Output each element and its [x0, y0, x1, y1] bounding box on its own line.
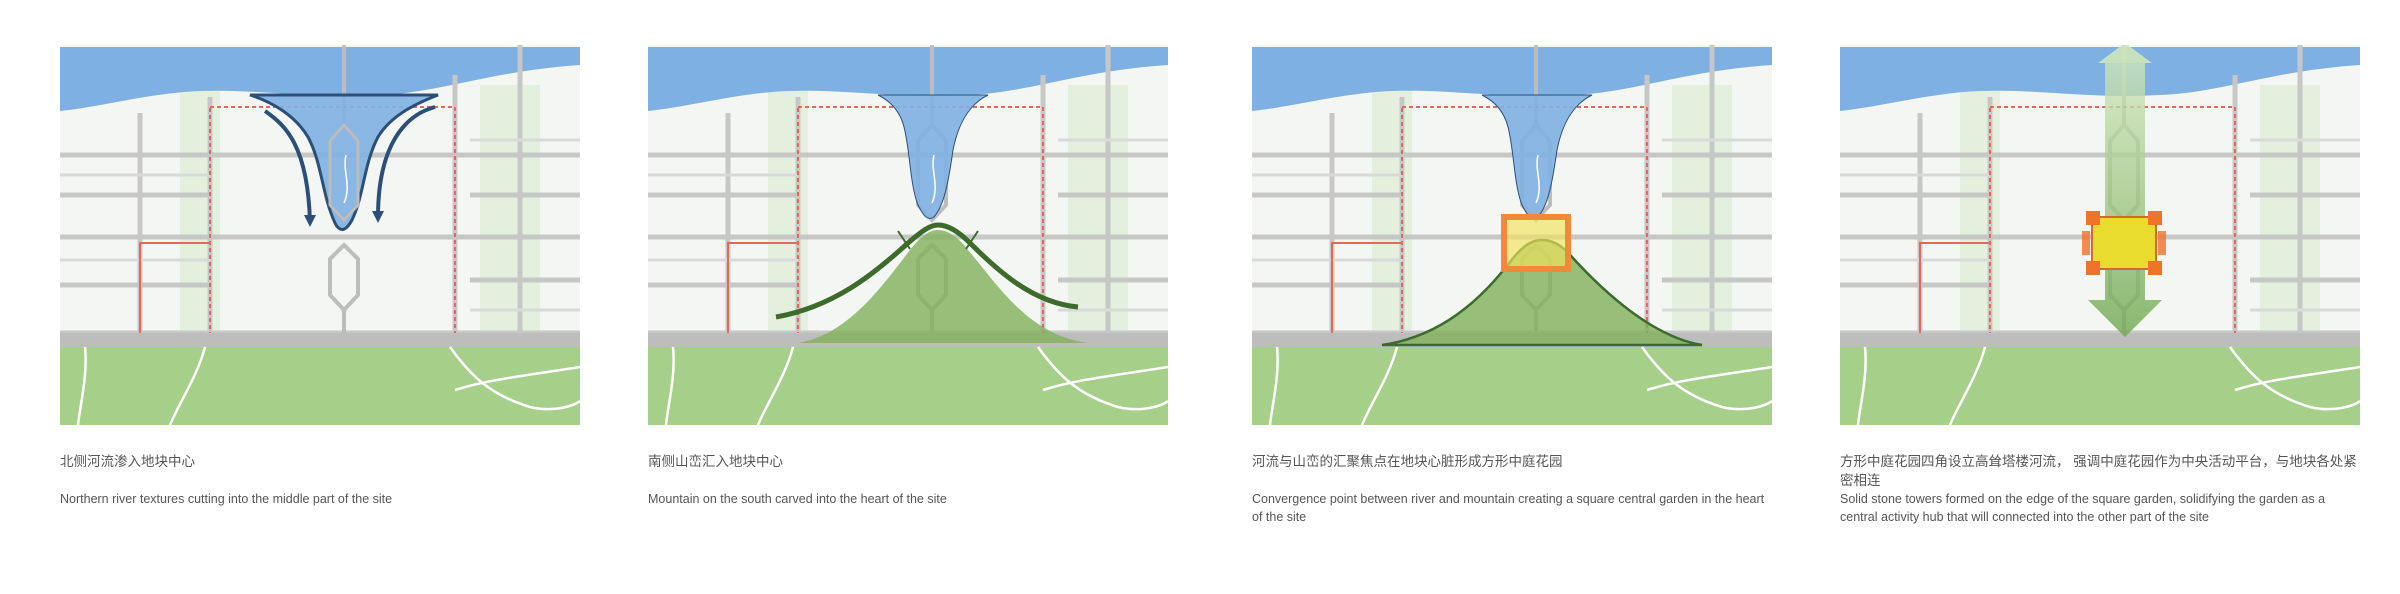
- panel-1-title-cn: 北侧河流渗入地块中心: [60, 454, 195, 469]
- panel-1-caption-en: Northern river textures cutting into the…: [60, 492, 393, 506]
- panel-1-diagram: [60, 45, 580, 425]
- panel-4: 方形中庭花园四角设立高耸塔楼河流， 强调中庭花园作为中央活动平台，与地块各处紧密…: [1840, 0, 2360, 594]
- panel-2-caption-en: Mountain on the south carved into the he…: [648, 492, 947, 506]
- panel-4-caption-en: Solid stone towers formed on the edge of…: [1840, 492, 2326, 524]
- panel-3-title-cn: 河流与山峦的汇聚焦点在地块心脏形成方形中庭花园: [1252, 454, 1563, 469]
- panel-2-title-cn: 南侧山峦汇入地块中心: [648, 454, 783, 469]
- panel-2-diagram: [648, 45, 1168, 425]
- panel-2: 南侧山峦汇入地块中心 Mountain on the south carved …: [648, 0, 1168, 594]
- panel-4-diagram: [1840, 45, 2360, 425]
- panel-1: 北侧河流渗入地块中心 Northern river textures cutti…: [60, 0, 580, 594]
- panel-3: 河流与山峦的汇聚焦点在地块心脏形成方形中庭花园 Convergence poin…: [1252, 0, 1772, 594]
- panel-4-title-cn: 方形中庭花园四角设立高耸塔楼河流， 强调中庭花园作为中央活动平台，与地块各处紧密…: [1840, 454, 2357, 488]
- panel-3-diagram: [1252, 45, 1772, 425]
- panel-3-caption-en: Convergence point between river and moun…: [1252, 492, 1765, 524]
